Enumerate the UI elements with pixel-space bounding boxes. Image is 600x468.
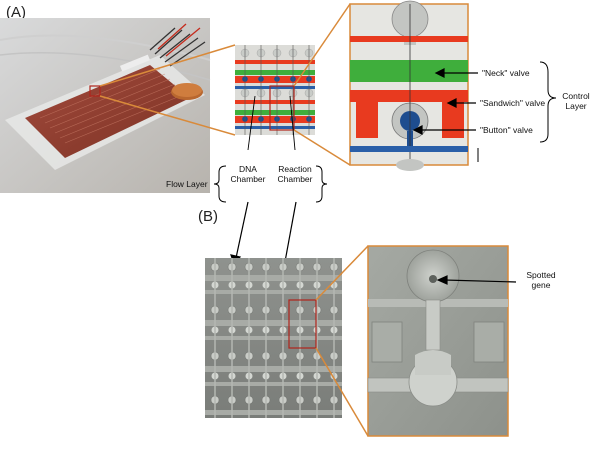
flow-layer-brace (213, 165, 227, 203)
mid-valve-array (235, 45, 315, 135)
micrograph-zoom (367, 245, 509, 437)
reaction-chamber-label: Reaction Chamber (272, 164, 318, 184)
dna-chamber-line1: DNA (239, 164, 257, 174)
spotted-gene-line2: gene (531, 280, 551, 290)
control-layer-label: Control Layer (554, 91, 598, 111)
valve-arrows (412, 68, 478, 135)
zoom-lines-mid (293, 3, 351, 166)
button-valve-label: "Button" valve (480, 125, 533, 135)
chamber-leader-lines (247, 95, 296, 151)
spotted-gene-arrow (436, 275, 517, 285)
control-layer-line1: Control (562, 91, 590, 101)
reaction-chamber-line1: Reaction (278, 164, 312, 174)
control-layer-brace (539, 61, 557, 143)
dna-chamber-label: DNA Chamber (226, 164, 270, 184)
chip-photo (0, 18, 211, 193)
flow-layer-label: Flow Layer (166, 179, 208, 189)
panel-b-letter: (B) (198, 208, 218, 225)
micrograph-array (205, 258, 342, 418)
reaction-chamber-brace (315, 165, 328, 203)
zoom-lines-b (315, 245, 369, 437)
panel-a-letter: (A) (6, 4, 26, 21)
zoom-lines-chip (99, 44, 236, 136)
neck-valve-label: "Neck" valve (482, 68, 530, 78)
spotted-gene-line1: Spotted (526, 270, 556, 280)
sandwich-valve-label: "Sandwich" valve (480, 98, 546, 108)
zoomed-valve-unit (349, 0, 479, 171)
reaction-chamber-line2: Chamber (277, 174, 313, 184)
spotted-gene-label: Spotted gene (518, 270, 564, 290)
control-layer-line2: Layer (565, 101, 587, 111)
dna-chamber-line2: Chamber (230, 174, 266, 184)
